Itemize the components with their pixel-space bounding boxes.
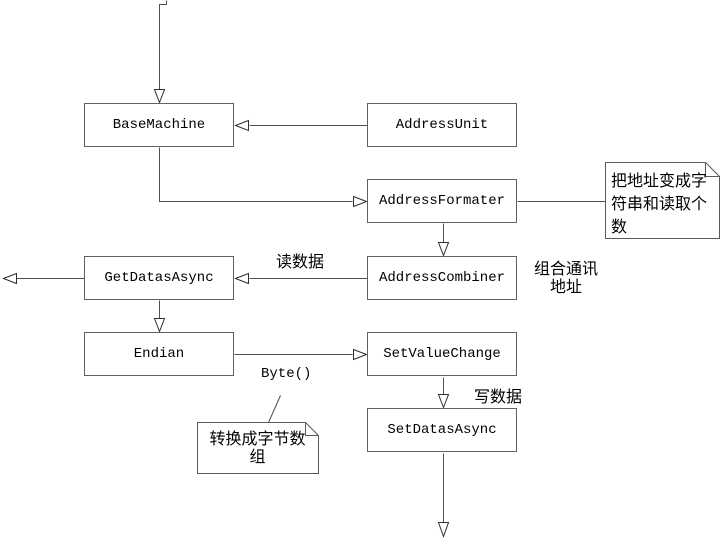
node-setvaluechange: SetValueChange [367, 332, 517, 376]
edge-getdatasasync-to-left [2, 272, 85, 285]
node-endian: Endian [84, 332, 234, 376]
edge-label-byte-call: Byte() [261, 366, 312, 382]
arrowhead-down-icon [437, 394, 450, 409]
arrowhead-down-icon [153, 89, 166, 104]
edge-setdatasasync-to-bottom [437, 453, 450, 538]
note-fold-icon [705, 162, 720, 177]
edge-getdatasasync-to-endian [153, 300, 166, 333]
note-endian-text: 转换成字节数组 [209, 431, 306, 466]
edge-addressformater-to-addresscombiner [437, 223, 450, 257]
note-endian-shape [197, 395, 319, 474]
edge-top-into-basemachine [153, 0, 167, 104]
node-basemachine: BaseMachine [84, 103, 234, 147]
arrowhead-down-icon [437, 522, 450, 538]
note-addressformater-shape [605, 162, 720, 239]
arrowhead-down-icon [437, 242, 450, 257]
edge-addressunit-to-basemachine [234, 119, 368, 132]
arrowhead-left-icon [234, 272, 249, 285]
node-addressunit: AddressUnit [367, 103, 517, 147]
edge-addresscombiner-to-getdatasasync [234, 272, 368, 285]
edge-endian-to-setvaluechange [234, 348, 368, 361]
node-addresscombiner: AddressCombiner [367, 256, 517, 300]
arrowhead-right-icon [353, 348, 368, 361]
arrowhead-left-icon [2, 272, 17, 285]
edge-basemachine-to-addressformater [159, 147, 368, 208]
node-addressformater: AddressFormater [367, 179, 517, 223]
edge-setvaluechange-to-setdatasasync [437, 377, 450, 409]
node-setdatasasync: SetDatasAsync [367, 408, 517, 452]
arrowhead-right-icon [353, 195, 368, 208]
node-getdatasasync: GetDatasAsync [84, 256, 234, 300]
edge-label-write-data: 写数据 [474, 389, 523, 406]
edge-label-read-data: 读数据 [276, 254, 325, 271]
arrowhead-left-icon [234, 119, 249, 132]
note-addressformater-text: 把地址变成字符串和读取个数 [611, 173, 708, 236]
edge-label-combine-address: 组合通讯地址 [533, 261, 598, 296]
arrowhead-down-icon [153, 318, 166, 333]
note-fold-icon [305, 422, 319, 436]
